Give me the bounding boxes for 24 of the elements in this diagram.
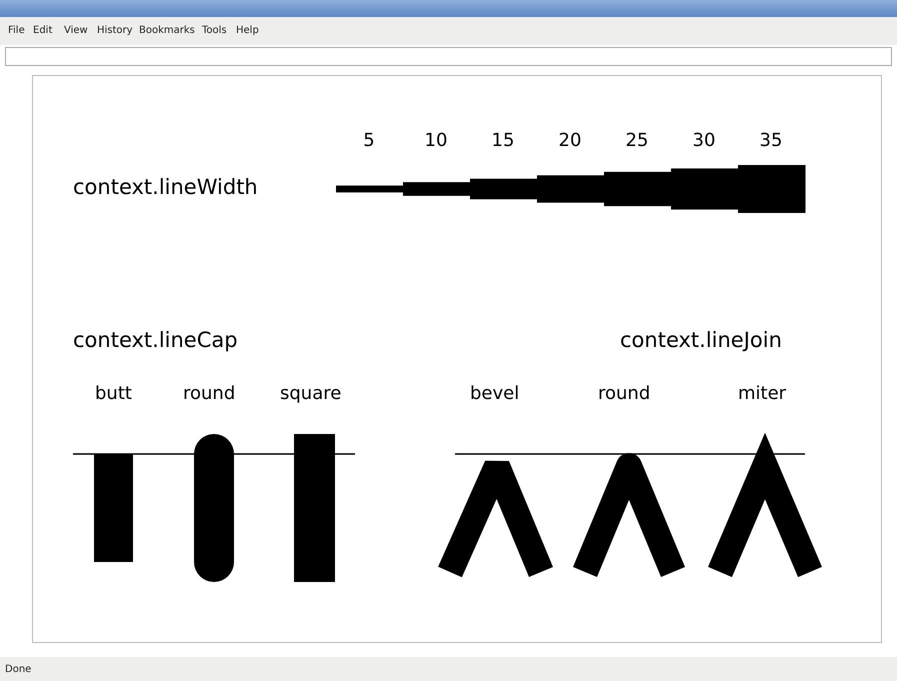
style-label: square [280, 383, 342, 404]
width-value: 35 [760, 130, 782, 151]
menu-item: View [64, 25, 88, 36]
width-value: 10 [424, 130, 448, 151]
section-heading: context.lineWidth [73, 175, 258, 199]
menu-item: History [97, 25, 133, 36]
menu-item: Bookmarks [139, 25, 195, 36]
style-label: butt [95, 383, 132, 404]
menu-item: Help [236, 25, 259, 36]
width-value: 15 [492, 130, 514, 151]
style-label: miter [738, 383, 786, 404]
section-heading: context.lineCap [73, 328, 238, 352]
menu-item: Tools [202, 25, 227, 36]
style-label: round [183, 383, 236, 404]
style-label: bevel [470, 383, 520, 404]
section-heading: context.lineJoin [620, 328, 782, 352]
width-value: 20 [558, 130, 582, 151]
menu-item: Edit [33, 25, 52, 36]
width-value: 5 [363, 130, 375, 151]
menu-item: File [8, 25, 25, 36]
style-label: round [598, 383, 650, 404]
width-value: 30 [692, 130, 716, 151]
width-value: 25 [626, 130, 648, 151]
status-text: Done [5, 664, 32, 675]
